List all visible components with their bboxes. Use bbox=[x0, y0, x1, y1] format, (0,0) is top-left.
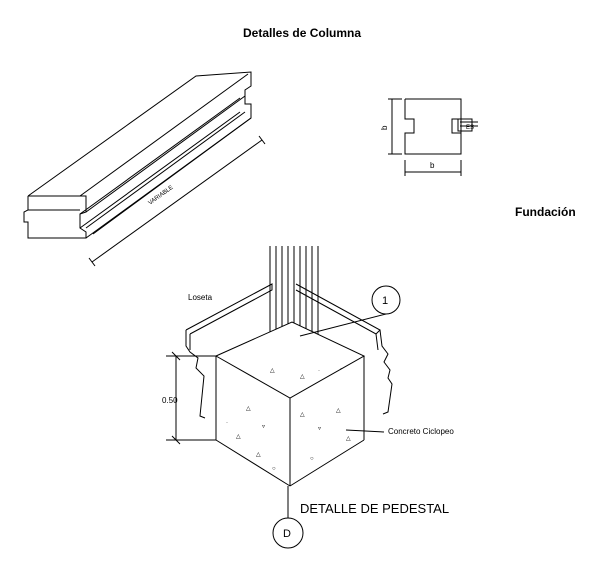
length-dimension-label: VARIABLE bbox=[148, 185, 175, 207]
svg-text:△: △ bbox=[246, 406, 251, 412]
svg-text:·: · bbox=[318, 368, 320, 374]
callout-d-bubble bbox=[272, 517, 304, 549]
pedestal-detail-title: DETALLE DE PEDESTAL bbox=[300, 501, 449, 516]
svg-text:○: ○ bbox=[272, 466, 276, 472]
svg-text:△: △ bbox=[256, 452, 261, 458]
column-isometric: VARIABLE bbox=[23, 71, 266, 267]
main-title: Detalles de Columna bbox=[243, 26, 361, 40]
svg-text:△: △ bbox=[336, 408, 341, 414]
svg-text:▿: ▿ bbox=[318, 426, 321, 432]
section-tag: ES bbox=[466, 125, 474, 131]
pedestal-detail: △ ▿ △ △ ○ · △ ▿ △ ○ △ △ · △ · 0.50 Loset… bbox=[162, 246, 454, 549]
svg-text:△: △ bbox=[346, 436, 351, 442]
svg-text:△: △ bbox=[236, 434, 241, 440]
foundation-title: Fundación bbox=[515, 205, 576, 219]
aggregate-marks: △ ▿ △ △ ○ · △ ▿ △ ○ △ △ · △ · bbox=[226, 366, 351, 472]
callout-d-label: D bbox=[283, 528, 291, 540]
callout-1-label: 1 bbox=[382, 295, 388, 307]
svg-text:△: △ bbox=[300, 412, 305, 418]
svg-text:△: △ bbox=[300, 374, 305, 380]
svg-text:·: · bbox=[340, 366, 342, 372]
svg-text:○: ○ bbox=[310, 456, 314, 462]
concrete-label: Concreto Ciclopeo bbox=[388, 427, 454, 436]
height-dimension-label: 0.50 bbox=[162, 396, 178, 405]
svg-text:·: · bbox=[226, 420, 228, 426]
svg-text:△: △ bbox=[270, 368, 275, 374]
column-section: ES b b bbox=[380, 98, 478, 176]
loseta-label: Loseta bbox=[188, 293, 213, 302]
section-width-label: b bbox=[430, 161, 435, 170]
svg-text:▿: ▿ bbox=[262, 424, 265, 430]
section-height-label: b bbox=[380, 125, 389, 130]
